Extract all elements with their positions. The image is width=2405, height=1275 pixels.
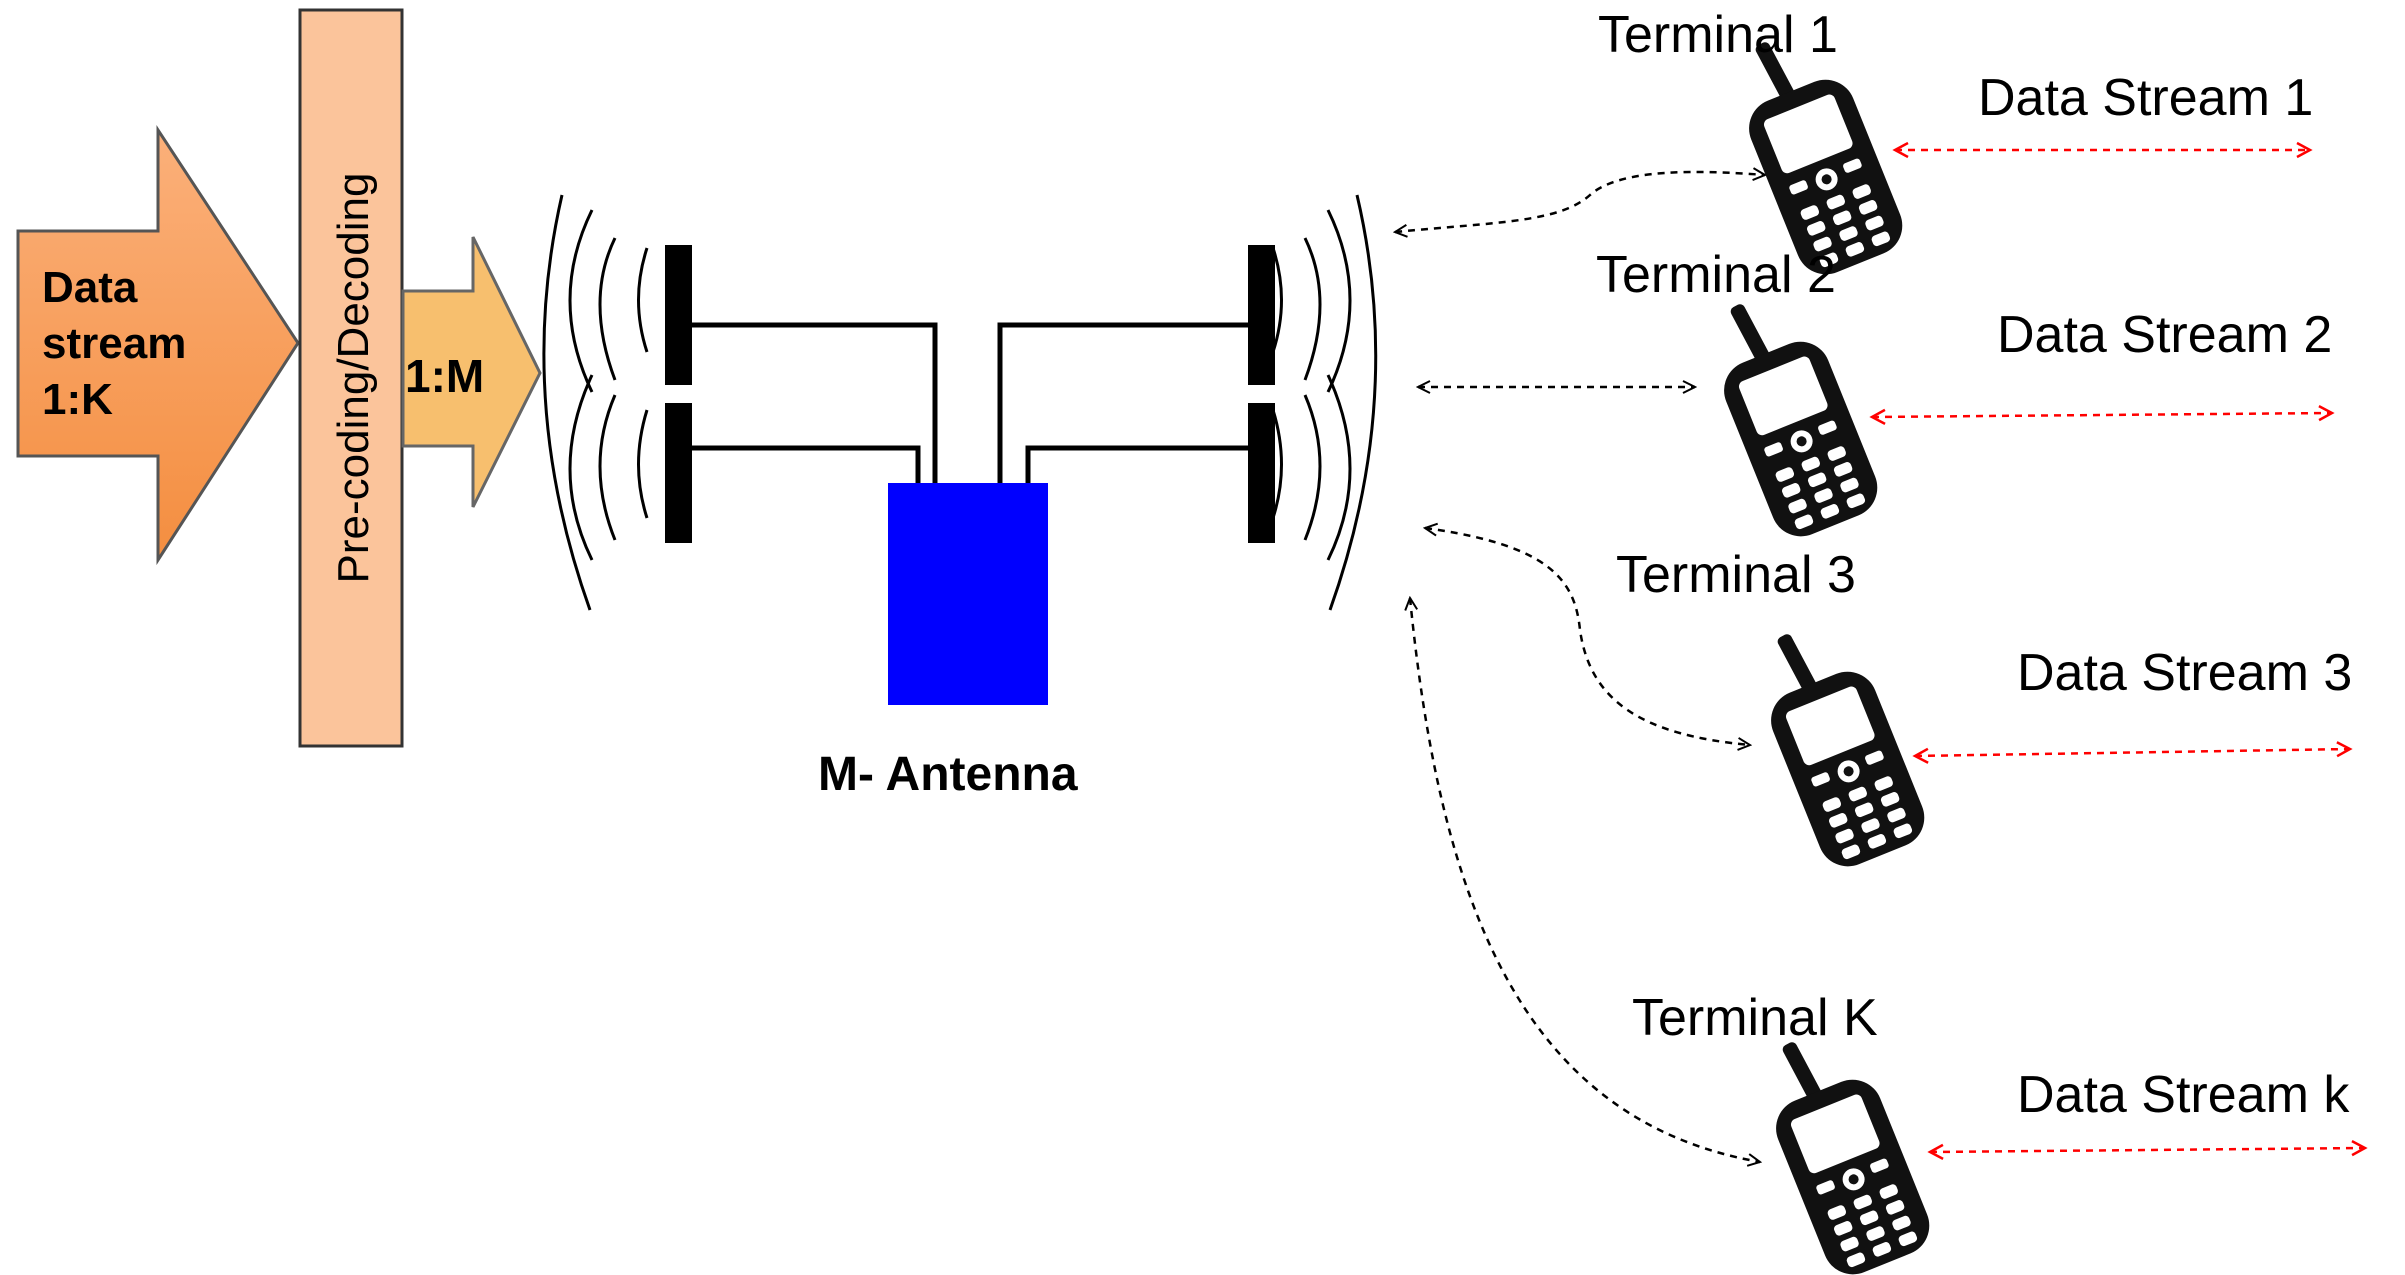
phone-icon-terminal-3 bbox=[1762, 632, 1934, 876]
antenna-element-right-bottom bbox=[1248, 403, 1275, 543]
terminal-k-label: Terminal K bbox=[1632, 989, 1878, 1047]
stream-link-2 bbox=[1869, 405, 2335, 425]
antenna-label: M- Antenna bbox=[818, 748, 1078, 801]
base-station-block bbox=[888, 483, 1048, 705]
stream-link-3 bbox=[1912, 741, 2353, 764]
terminal-3-label: Terminal 3 bbox=[1616, 546, 1856, 604]
data-stream-1-label: Data Stream 1 bbox=[1978, 69, 2313, 127]
radio-link-terminal-1 bbox=[1395, 172, 1765, 232]
left-wave-arcs bbox=[542, 194, 649, 611]
right-wave-arcs bbox=[1271, 194, 1378, 611]
phone-icon-terminal-k bbox=[1767, 1040, 1939, 1275]
stream-link-k bbox=[1927, 1140, 2368, 1160]
data-stream-2-label: Data Stream 2 bbox=[1997, 306, 2332, 364]
data-stream-3-label: Data Stream 3 bbox=[2017, 644, 2352, 702]
input-data-stream-arrow bbox=[16, 124, 300, 566]
mapping-arrow bbox=[401, 236, 542, 508]
precoding-decoding-box bbox=[298, 8, 404, 748]
input-arrow-label-line2: stream bbox=[42, 319, 186, 368]
antenna-feed-lines bbox=[692, 322, 1248, 485]
mapping-arrow-label: 1:M bbox=[405, 350, 484, 402]
antenna-element-right-top bbox=[1248, 245, 1275, 385]
data-stream-k-label: Data Stream k bbox=[2017, 1066, 2350, 1124]
phone-icon-terminal-2 bbox=[1715, 302, 1887, 546]
radio-link-terminal-k bbox=[1410, 598, 1760, 1162]
input-arrow-label-line1: Data bbox=[42, 263, 138, 312]
terminal-1-label: Terminal 1 bbox=[1598, 6, 1838, 64]
antenna-element-left-bottom bbox=[665, 403, 692, 543]
input-arrow-label-line3: 1:K bbox=[42, 375, 113, 424]
antenna-element-left-top bbox=[665, 245, 692, 385]
terminal-2-label: Terminal 2 bbox=[1596, 246, 1836, 304]
precoding-decoding-label: Pre-coding/Decoding bbox=[329, 173, 378, 584]
